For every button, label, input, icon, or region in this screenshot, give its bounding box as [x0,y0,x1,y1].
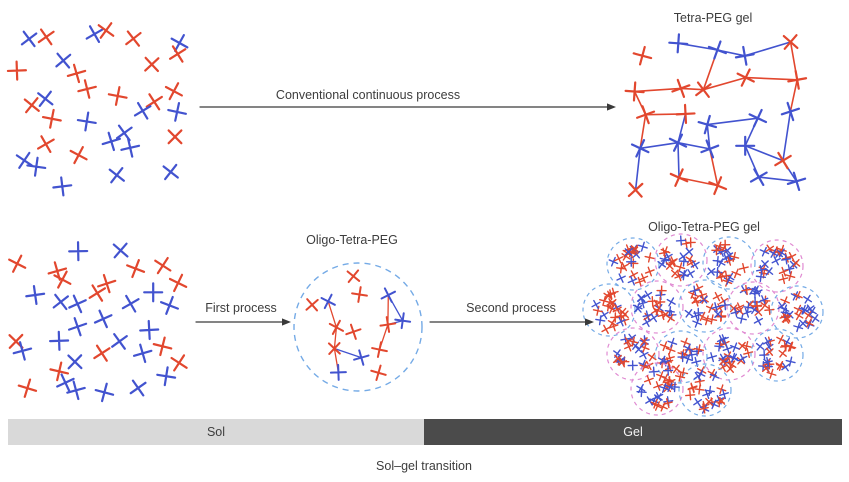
gel-phase-bar: Gel [424,419,842,445]
oligo-tetra-peg-gel-label: Oligo-Tetra-PEG gel [648,220,760,234]
first-process-label: First process [205,301,277,315]
tetra-peg-gel-label: Tetra-PEG gel [673,11,753,25]
gel-label: Gel [623,425,643,439]
conventional-process-label: Conventional continuous process [275,88,461,102]
oligo-tetra-peg-label: Oligo-Tetra-PEG [306,233,398,247]
second-process-label: Second process [466,301,556,315]
sol-label: Sol [206,425,226,439]
sol-gel-transition-caption: Sol–gel transition [376,459,472,473]
sol-phase-bar: Sol [8,419,424,445]
